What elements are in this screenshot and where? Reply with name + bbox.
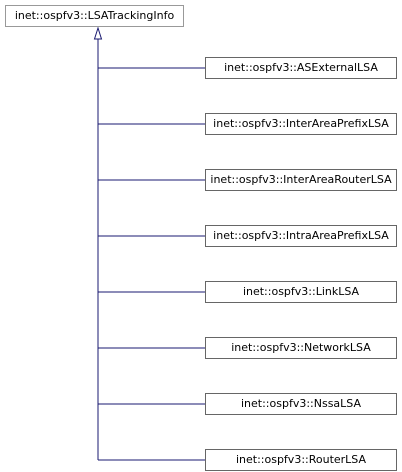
class-node-interarearouterlsa[interactable]: inet::ospfv3::InterAreaRouterLSA: [205, 169, 397, 191]
inheritance-arrowhead: [93, 26, 103, 40]
class-node-routerlsa[interactable]: inet::ospfv3::RouterLSA: [205, 449, 397, 471]
class-node-linklsa[interactable]: inet::ospfv3::LinkLSA: [205, 281, 397, 303]
class-node-intraareaprefixlsa[interactable]: inet::ospfv3::IntraAreaPrefixLSA: [205, 225, 397, 247]
class-node-nssalsa[interactable]: inet::ospfv3::NssaLSA: [205, 393, 397, 415]
base-class-node: inet::ospfv3::LSATrackingInfo: [5, 5, 184, 27]
class-node-interareaprefixlsa[interactable]: inet::ospfv3::InterAreaPrefixLSA: [205, 113, 397, 135]
class-node-networklsa[interactable]: inet::ospfv3::NetworkLSA: [205, 337, 397, 359]
class-node-asexternallsa[interactable]: inet::ospfv3::ASExternalLSA: [205, 57, 397, 79]
